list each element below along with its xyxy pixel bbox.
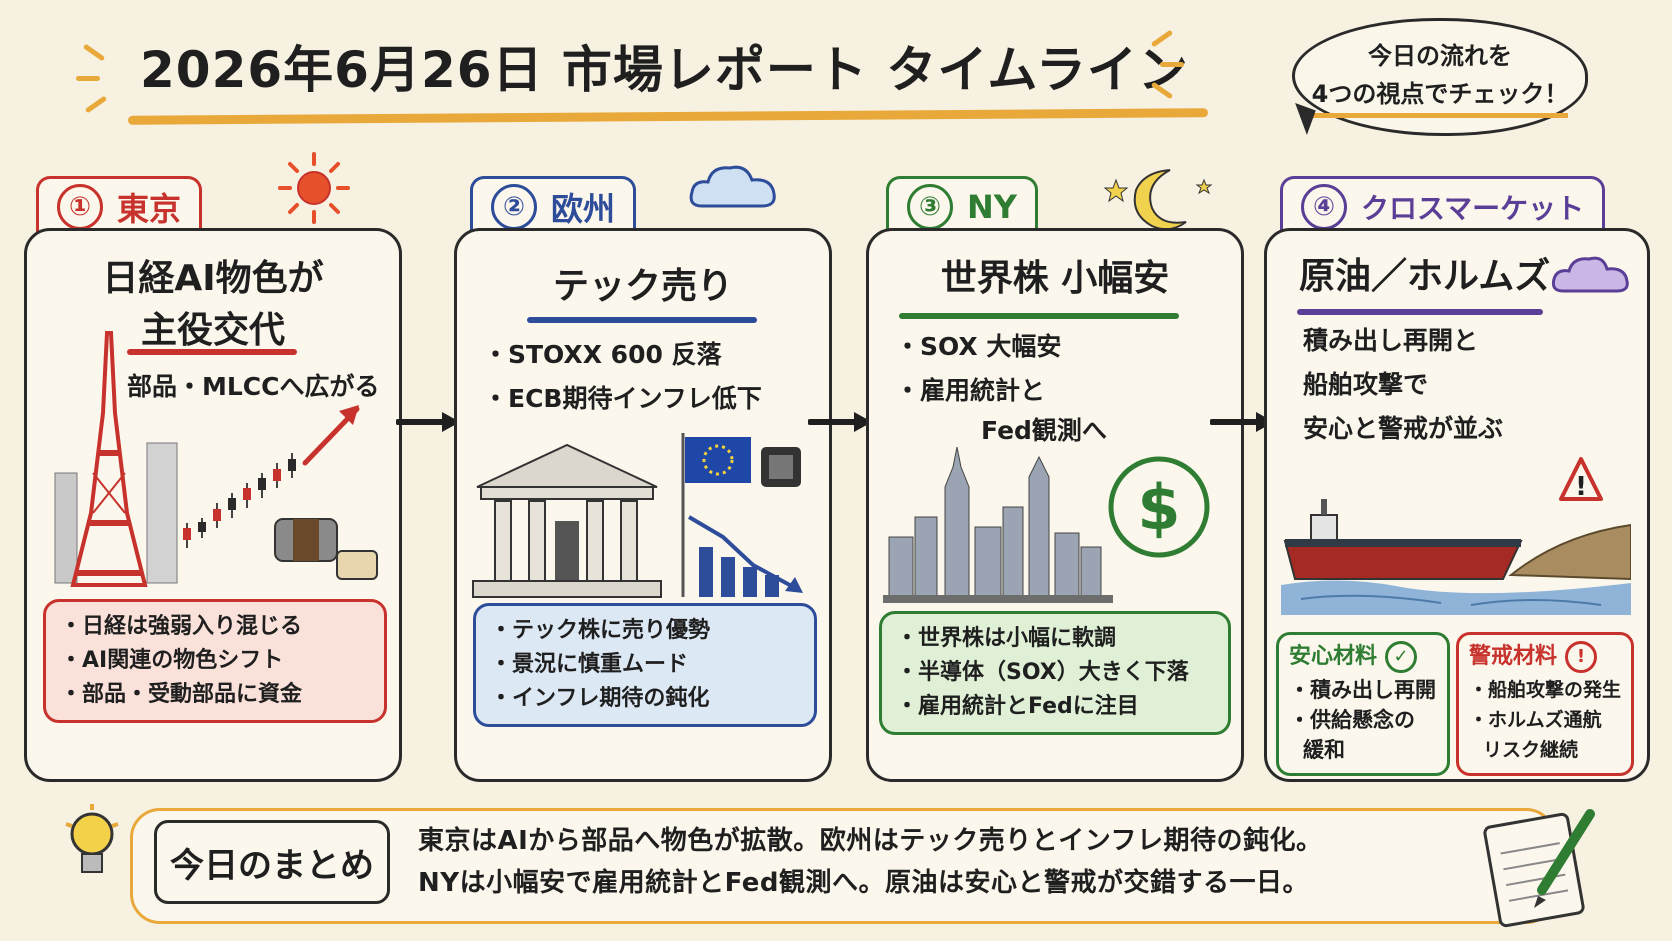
svg-text:$: $ bbox=[1137, 471, 1180, 544]
panel-ny: 世界株 小幅安 ・SOX 大幅安 ・雇用統計と Fed観測へ $ ・世界株は小幅… bbox=[866, 228, 1244, 782]
headline-underline bbox=[127, 349, 297, 355]
panel-headline: 日経AI物色が 主役交代 bbox=[27, 253, 399, 357]
summary-title: 今日のまとめ bbox=[154, 820, 390, 904]
panel-label: 欧州 bbox=[551, 190, 616, 228]
panel-subtext: ・SOX 大幅安 bbox=[895, 332, 1062, 361]
panel-subtext: ・雇用統計と bbox=[895, 376, 1046, 405]
relief-box: 安心材料 ✓ ・積み出し再開 ・供給懸念の 緩和 bbox=[1276, 632, 1450, 776]
panel-subtext: 船舶攻撃で bbox=[1303, 370, 1429, 399]
storm-cloud-icon bbox=[1551, 256, 1629, 293]
tab-europe: ② 欧州 bbox=[470, 176, 637, 235]
exclamation-icon: ! bbox=[1565, 641, 1598, 673]
caution-title: 警戒材料 ! bbox=[1469, 641, 1621, 673]
panel-subtext: 部品・MLCCへ広がる bbox=[127, 372, 380, 401]
list-item: ・日経は強弱入り混じる bbox=[60, 614, 303, 639]
spark-mark bbox=[82, 43, 106, 62]
svg-text:!: ! bbox=[1575, 472, 1587, 502]
list-item: ・部品・受動部品に資金 bbox=[60, 682, 303, 707]
check-icon: ✓ bbox=[1385, 641, 1418, 673]
list-item: ・テック株に売り優勢 bbox=[490, 618, 711, 643]
spark-mark bbox=[84, 95, 108, 114]
bubble-line: 今日の流れを bbox=[1368, 41, 1512, 70]
headline-underline bbox=[899, 313, 1179, 319]
spark-mark bbox=[1160, 62, 1184, 67]
panel-subtext: ・STOXX 600 反落 bbox=[483, 340, 722, 369]
tokyo-summary-box: ・日経は強弱入り混じる ・AI関連の物色シフト ・部品・受動部品に資金 bbox=[43, 599, 387, 723]
tab-ny: ③ NY bbox=[886, 176, 1038, 235]
moon-icon bbox=[1103, 169, 1213, 231]
list-item: ・世界株は小幅に軟調 bbox=[896, 626, 1117, 651]
list-item: ・供給懸念の bbox=[1289, 708, 1415, 732]
europe-bank-illustration bbox=[472, 433, 803, 598]
spark-mark bbox=[76, 76, 100, 81]
summary-line: 東京はAIから部品へ物色が拡散。欧州はテック売りとインフレ期待の鈍化。 bbox=[418, 826, 1323, 856]
headline-line: テック売り bbox=[552, 266, 733, 307]
list-item: ・雇用統計とFedに注目 bbox=[896, 694, 1139, 719]
headline-line: 世界株 小幅安 bbox=[940, 258, 1170, 299]
list-item: 緩和 bbox=[1303, 738, 1345, 762]
page-title: 2026年6月26日 市場レポート タイムライン bbox=[140, 41, 1189, 99]
list-item: ・積み出し再開 bbox=[1289, 678, 1436, 702]
headline-underline bbox=[527, 317, 757, 323]
flow-arrow bbox=[808, 412, 872, 432]
list-item: ・AI関連の物色シフト bbox=[60, 648, 284, 673]
caution-title-text: 警戒材料 bbox=[1469, 644, 1558, 669]
tanker-ship-illustration: ! bbox=[1281, 457, 1631, 615]
relief-title-text: 安心材料 bbox=[1289, 644, 1378, 669]
headline-line: 原油／ホルムズ bbox=[1299, 256, 1551, 297]
headline-line: 日経AI物色が bbox=[102, 258, 324, 299]
cloud-icon bbox=[689, 165, 776, 208]
panel-subtext: ・ECB期待インフレ低下 bbox=[483, 384, 762, 413]
list-item: リスク継続 bbox=[1483, 739, 1579, 761]
ny-summary-box: ・世界株は小幅に軟調 ・半導体（SOX）大きく下落 ・雇用統計とFedに注目 bbox=[879, 611, 1231, 735]
headline-line: 主役交代 bbox=[140, 310, 285, 351]
panel-headline: テック売り bbox=[457, 261, 829, 313]
panel-headline: 世界株 小幅安 bbox=[869, 253, 1241, 305]
panel-label: NY bbox=[967, 188, 1017, 226]
title-underline bbox=[127, 108, 1209, 125]
panel-number: ③ bbox=[907, 184, 953, 230]
panel-label: 東京 bbox=[117, 190, 182, 228]
panel-label: クロスマーケット bbox=[1361, 192, 1585, 225]
europe-summary-box: ・テック株に売り優勢 ・景況に慎重ムード ・インフレ期待の鈍化 bbox=[473, 603, 817, 727]
panel-tokyo: 日経AI物色が 主役交代 部品・MLCCへ広がる bbox=[24, 228, 402, 782]
list-item: ・半導体（SOX）大きく下落 bbox=[896, 660, 1189, 685]
panel-subtext: 安心と警戒が並ぶ bbox=[1303, 414, 1504, 443]
list-item: ・景況に慎重ムード bbox=[490, 652, 689, 677]
panel-number: ② bbox=[491, 184, 537, 230]
list-item: ・ホルムズ通航 bbox=[1469, 709, 1602, 731]
list-item: ・船舶攻撃の発生 bbox=[1469, 679, 1622, 701]
notebook-pen-icon bbox=[1483, 809, 1595, 928]
caution-box: 警戒材料 ! ・船舶攻撃の発生 ・ホルムズ通航 リスク継続 bbox=[1456, 632, 1634, 776]
panel-number: ① bbox=[57, 184, 103, 230]
tab-cross-market: ④ クロスマーケット bbox=[1280, 176, 1606, 235]
flow-arrow bbox=[396, 412, 460, 432]
list-item: ・インフレ期待の鈍化 bbox=[490, 686, 710, 711]
panel-subtext: 積み出し再開と bbox=[1303, 326, 1479, 355]
sun-icon bbox=[278, 152, 350, 224]
lightbulb-icon bbox=[65, 804, 119, 873]
panel-number: ④ bbox=[1301, 184, 1347, 230]
bubble-line: 4つの視点でチェック！ bbox=[1311, 75, 1569, 118]
panel-headline: 原油／ホルムズ bbox=[1267, 251, 1672, 303]
panel-europe: テック売り ・STOXX 600 反落 ・ECB期待インフレ低下 ・テック株に売… bbox=[454, 228, 832, 782]
relief-title: 安心材料 ✓ bbox=[1289, 641, 1437, 673]
ny-skyline-illustration: $ bbox=[883, 447, 1210, 603]
panel-subtext: Fed観測へ bbox=[981, 416, 1107, 445]
tab-tokyo: ① 東京 bbox=[36, 176, 203, 235]
headline-underline bbox=[1297, 309, 1543, 315]
tokyo-tower-illustration bbox=[54, 331, 378, 587]
summary-line: NYは小幅安で雇用統計とFed観測へ。原油は安心と警戒が交錯する一日。 bbox=[418, 868, 1310, 898]
speech-bubble: 今日の流れを 4つの視点でチェック！ bbox=[1292, 18, 1588, 136]
